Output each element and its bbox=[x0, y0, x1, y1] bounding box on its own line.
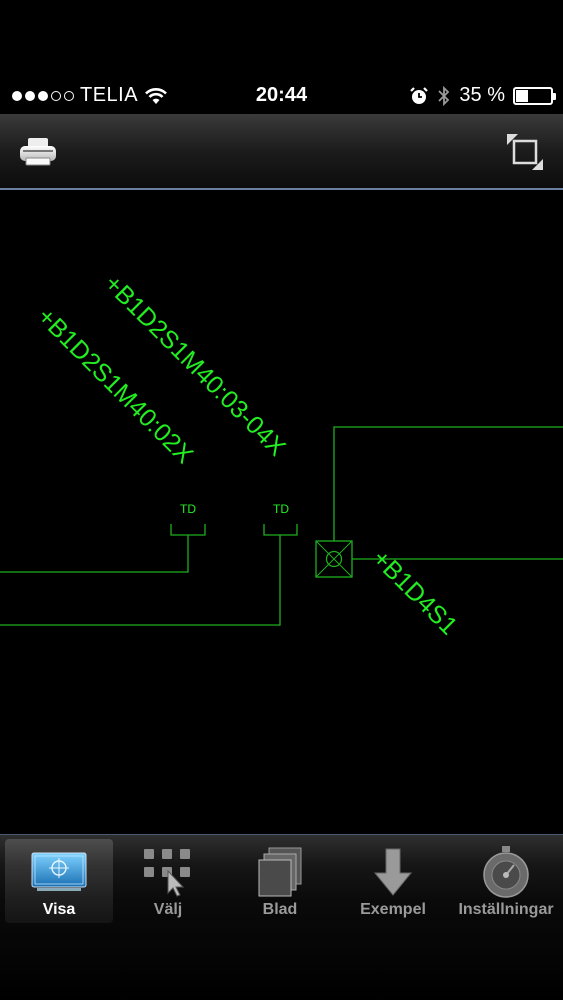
signal-dot bbox=[64, 90, 74, 101]
printer-icon bbox=[20, 138, 56, 166]
battery-percentage: 35 % bbox=[459, 84, 505, 106]
terminal-a-label: TD bbox=[180, 502, 196, 516]
tab-exempel[interactable]: Exempel bbox=[339, 839, 447, 923]
sheets-icon bbox=[258, 847, 302, 897]
tab-valj[interactable]: Välj bbox=[114, 839, 222, 923]
tab-label: Visa bbox=[42, 901, 76, 918]
tab-label: Välj bbox=[153, 901, 183, 918]
carrier-name: TELIA bbox=[80, 84, 139, 106]
download-arrow-icon bbox=[373, 848, 413, 896]
tab-blad[interactable]: Blad bbox=[226, 839, 334, 923]
resize-button[interactable] bbox=[505, 132, 545, 172]
signal-dot bbox=[38, 90, 48, 101]
schematic-drawing: TD TD +B1D2S1M40:02X +B1D2S1M40:03-04X +… bbox=[0, 269, 563, 640]
battery-icon bbox=[513, 86, 556, 105]
grid-select-icon bbox=[144, 849, 190, 897]
settings-dial-icon bbox=[483, 846, 529, 898]
terminal-b-label: TD bbox=[273, 502, 289, 516]
tab-visa[interactable]: Visa bbox=[5, 839, 113, 923]
tab-label: Exempel bbox=[360, 901, 426, 918]
wire-b bbox=[0, 535, 281, 626]
tab-installningar[interactable]: Inställningar bbox=[452, 839, 560, 923]
schematic-canvas[interactable]: TD TD +B1D2S1M40:02X +B1D2S1M40:03-04X +… bbox=[0, 190, 563, 834]
status-bar: TELIA 20:44 35 % bbox=[0, 0, 563, 106]
toolbar bbox=[0, 114, 563, 190]
connector-b-label: +B1D2S1M40:03-04X bbox=[99, 269, 291, 461]
terminal-b-bracket bbox=[263, 524, 298, 536]
tab-label: Blad bbox=[262, 901, 298, 918]
status-left: TELIA bbox=[12, 84, 168, 107]
tab-label: Inställningar bbox=[458, 901, 554, 918]
tab-bar: Visa Välj bbox=[0, 834, 563, 1000]
signal-strength-icon bbox=[12, 90, 74, 101]
signal-dot bbox=[25, 90, 35, 101]
alarm-clock-icon bbox=[410, 86, 429, 104]
signal-dot bbox=[51, 90, 61, 101]
status-right: 35 % bbox=[409, 84, 556, 107]
resize-icon bbox=[507, 134, 543, 170]
status-time: 20:44 bbox=[255, 84, 308, 106]
wire-a bbox=[0, 535, 189, 573]
wire-device-top bbox=[333, 426, 563, 541]
monitor-icon bbox=[31, 852, 87, 891]
wifi-icon bbox=[145, 87, 168, 104]
print-button[interactable] bbox=[18, 132, 58, 172]
bluetooth-icon bbox=[438, 85, 450, 106]
terminal-a-bracket bbox=[170, 524, 206, 536]
signal-dot bbox=[12, 90, 22, 101]
battery-level-fill bbox=[516, 89, 528, 102]
